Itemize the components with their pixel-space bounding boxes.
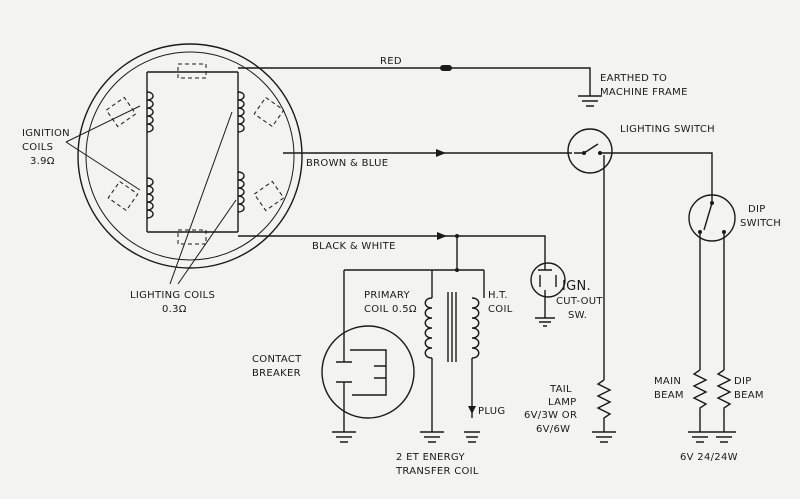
energy-transfer-label: TRANSFER COIL (395, 466, 479, 477)
tail-lamp-rating: 6V/3W OR (524, 410, 577, 421)
frame-earth-symbol (578, 95, 602, 107)
black-white-wire-label: BLACK & WHITE (312, 241, 396, 252)
black-white-wire (238, 232, 546, 272)
ht-coil-label: H.T. (488, 290, 508, 301)
tail-lamp-rating: 6V/6W (536, 424, 570, 435)
main-beam-label: BEAM (654, 390, 684, 401)
brown-blue-wire (283, 149, 713, 195)
red-wire-label: RED (380, 56, 402, 67)
dip-switch (688, 194, 736, 370)
contact-breaker-label: BREAKER (252, 368, 301, 379)
main-beam-label: MAIN (654, 376, 681, 387)
lighting-coil-upper (237, 91, 245, 133)
ign-cutout-label: SW. (568, 310, 587, 321)
dip-beam-lamp (712, 369, 736, 443)
ignition-coil-upper (146, 91, 154, 133)
lighting-coils-value: 0.3Ω (162, 304, 187, 315)
lighting-coils-label: LIGHTING COILS (130, 290, 215, 301)
dip-beam-label: BEAM (734, 390, 764, 401)
lighting-switch (567, 128, 613, 380)
tail-lamp-label: LAMP (548, 397, 577, 408)
tail-lamp (592, 379, 616, 443)
stator-inner-ring (85, 51, 295, 261)
headlamp-rating-label: 6V 24/24W (680, 452, 738, 463)
ign-cutout-label: CUT-OUT (556, 296, 603, 307)
lighting-switch-label: LIGHTING SWITCH (620, 124, 715, 135)
stator-assembly (77, 43, 303, 269)
ignition-coil-lower (146, 177, 154, 219)
primary-coil-value: COIL 0.5Ω (364, 304, 417, 315)
contact-breaker (321, 270, 415, 443)
main-beam-lamp (688, 369, 712, 443)
ht-coil-label: COIL (488, 304, 513, 315)
tail-lamp-label: TAIL (549, 384, 572, 395)
earthed-label: EARTHED TO (600, 73, 667, 84)
earthed-label: MACHINE FRAME (600, 87, 688, 98)
ignition-coils-label: IGNITION (22, 128, 70, 139)
ign-cutout-label: IGN. (562, 279, 591, 294)
ignition-coils-label: COILS (22, 142, 53, 153)
plug-label: PLUG (478, 406, 505, 417)
contact-breaker-label: CONTACT (252, 354, 302, 365)
lighting-coils-leader (169, 111, 237, 285)
dip-switch-label: DIP (748, 204, 766, 215)
dip-beam-label: DIP (734, 376, 752, 387)
stator-outer-ring (77, 43, 303, 269)
energy-transfer-coil (420, 270, 485, 443)
ignition-coils-value: 3.9Ω (30, 156, 55, 167)
ignition-cutout-switch (530, 262, 566, 327)
brown-blue-wire-label: BROWN & BLUE (306, 158, 388, 169)
primary-coil-label: PRIMARY (364, 290, 411, 301)
ignition-coils-leader (65, 105, 141, 191)
energy-transfer-label: 2 ET ENERGY (396, 452, 465, 463)
lighting-coil-lower (237, 171, 245, 213)
red-wire (238, 65, 591, 96)
dip-switch-label: SWITCH (740, 218, 781, 229)
